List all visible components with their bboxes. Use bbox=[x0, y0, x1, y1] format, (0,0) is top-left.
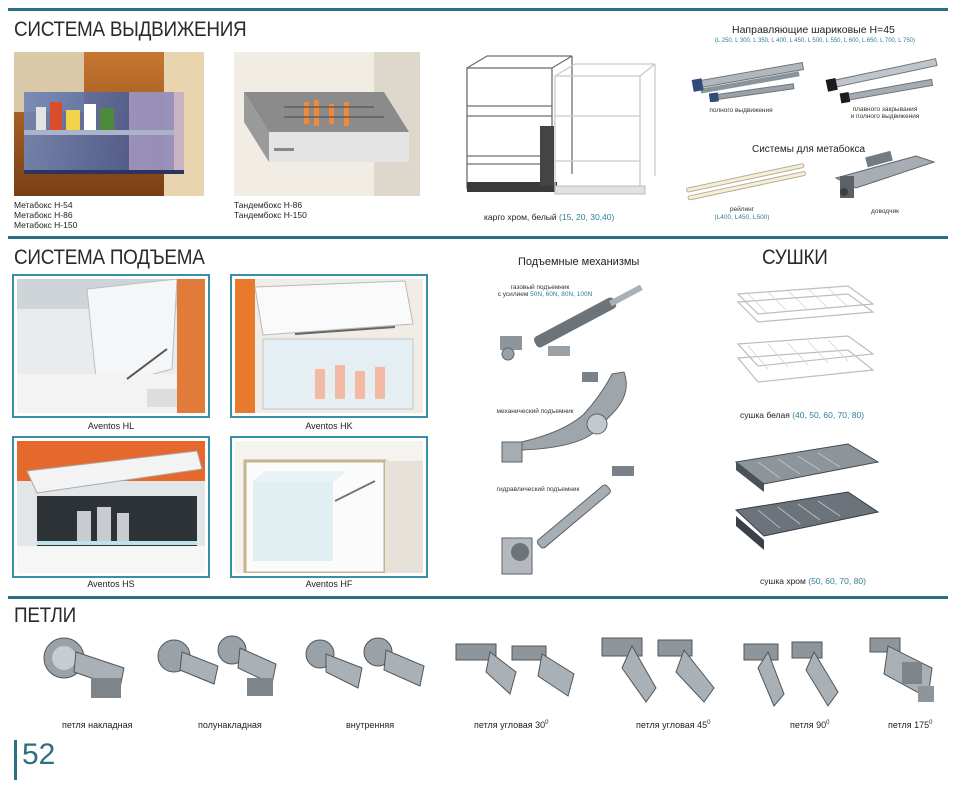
guide-soft-close-image bbox=[818, 56, 948, 104]
guides-title: Направляющие шариковые Н=45 bbox=[732, 24, 895, 36]
tandembox-line-2: Тандембокс Н-150 bbox=[234, 210, 307, 220]
hinge-half-overlay-label: полунакладная bbox=[198, 720, 262, 730]
hinge-corner-45-image bbox=[596, 628, 726, 714]
hinge-90-label: петля 900 bbox=[790, 720, 830, 730]
cargo-caption: карго хром, белый (15, 20, 30,40) bbox=[484, 212, 615, 222]
closer-label: доводчик bbox=[871, 208, 899, 215]
hydro-lift-label: гидравлический подъемник bbox=[496, 486, 580, 493]
aventos-hk-photo bbox=[230, 274, 428, 418]
mechanisms-title: Подъемные механизмы bbox=[518, 256, 640, 268]
aventos-hl-caption: Aventos HL bbox=[87, 421, 135, 431]
aventos-hs-caption: Aventos HS bbox=[87, 579, 135, 589]
guide-soft-label-1: плавного закрывания bbox=[852, 106, 918, 113]
guide-soft-label-2: и полного выдвижения bbox=[850, 113, 920, 120]
top-rule bbox=[8, 8, 948, 11]
cargo-basket-illustration bbox=[455, 46, 660, 206]
section-rule-2 bbox=[8, 236, 948, 239]
hinge-corner-45-label: петля угловая 450 bbox=[636, 720, 711, 730]
aventos-hf-caption: Aventos HF bbox=[305, 579, 353, 589]
section-title-lift: СИСТЕМА ПОДЪЕМА bbox=[14, 246, 205, 269]
hinge-inset-image bbox=[300, 630, 430, 712]
chrome-dryer-image bbox=[728, 432, 886, 572]
gas-lift-label-1: газовый подъемник bbox=[510, 284, 570, 291]
white-dryer-caption: сушка белая (40, 50, 60, 70, 80) bbox=[740, 410, 865, 420]
hydro-lift-image bbox=[492, 462, 642, 580]
section-title-dryers: СУШКИ bbox=[762, 246, 828, 269]
metabox-photo bbox=[14, 52, 204, 196]
metabox-systems-title: Системы для метабокса bbox=[752, 144, 866, 155]
guides-sizes: (L 250, L 300, L 350, L 400, L 450, L 50… bbox=[714, 38, 916, 44]
hinge-175-label: петля 1750 bbox=[888, 720, 933, 730]
gas-lift-image bbox=[490, 276, 655, 368]
guide-full-extension-image bbox=[684, 52, 814, 102]
hinge-overlay-label: петля накладная bbox=[62, 720, 133, 730]
hinge-corner-30-image bbox=[450, 632, 580, 714]
aventos-hl-photo bbox=[12, 274, 210, 418]
aventos-hk-caption: Aventos HK bbox=[305, 421, 353, 431]
hinge-90-image bbox=[738, 630, 848, 714]
hinge-half-overlay-image bbox=[152, 628, 282, 712]
hinge-inset-label: внутренняя bbox=[346, 720, 395, 730]
section-rule-3 bbox=[8, 596, 948, 599]
section-title-hinges: ПЕТЛИ bbox=[14, 604, 76, 627]
metabox-line-3: Метабокс Н-150 bbox=[14, 220, 78, 230]
hinge-175-image bbox=[858, 628, 948, 714]
hinge-corner-30-label: петля угловая 300 bbox=[474, 720, 549, 730]
railing-label: рейлинг bbox=[729, 206, 755, 213]
tandembox-line-1: Тандембокс Н-86 bbox=[234, 200, 303, 210]
mech-lift-label: механический подъемник bbox=[496, 408, 574, 415]
railing-sizes: (L400, L450, L500) bbox=[714, 214, 770, 221]
hinge-overlay-image bbox=[36, 628, 136, 712]
guide-full-label: полного выдвижения bbox=[709, 107, 773, 114]
metabox-line-2: Метабокс Н-86 bbox=[14, 210, 73, 220]
aventos-hs-photo bbox=[12, 436, 210, 578]
railing-image bbox=[678, 158, 813, 206]
page-number-bar bbox=[14, 740, 17, 780]
metabox-line-1: Метабокс Н-54 bbox=[14, 200, 73, 210]
gas-lift-label-2: с усилием 50N, 60N, 80N, 100N bbox=[497, 291, 593, 298]
aventos-hf-photo bbox=[230, 436, 428, 578]
closer-image bbox=[826, 148, 941, 204]
page-number: 52 bbox=[22, 738, 56, 771]
section-title-drawer: СИСТЕМА ВЫДВИЖЕНИЯ bbox=[14, 18, 247, 41]
tandembox-photo bbox=[234, 52, 420, 196]
chrome-dryer-caption: сушка хром (50, 60, 70, 80) bbox=[760, 576, 866, 586]
mech-lift-image bbox=[492, 364, 642, 468]
white-dryer-image bbox=[728, 274, 878, 406]
